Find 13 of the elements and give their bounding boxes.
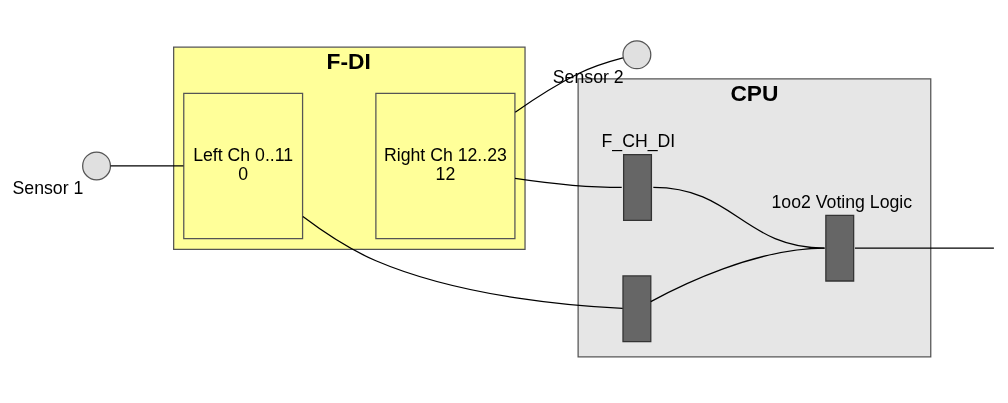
connector bbox=[110, 164, 185, 167]
node-label: F_CH_DI bbox=[601, 130, 676, 151]
node-box: Right Ch 12..23 12 bbox=[375, 92, 516, 239]
node-circle bbox=[622, 39, 652, 69]
connector bbox=[650, 247, 826, 302]
node-label: Sensor 1 bbox=[12, 177, 84, 198]
connector bbox=[302, 215, 624, 309]
node-box: Left Ch 0..11 0 bbox=[183, 92, 304, 239]
node-circle bbox=[82, 150, 112, 180]
connector bbox=[514, 177, 623, 188]
connector bbox=[854, 247, 995, 249]
node-label: 1oo2 Voting Logic bbox=[771, 191, 913, 212]
connector bbox=[652, 186, 826, 249]
